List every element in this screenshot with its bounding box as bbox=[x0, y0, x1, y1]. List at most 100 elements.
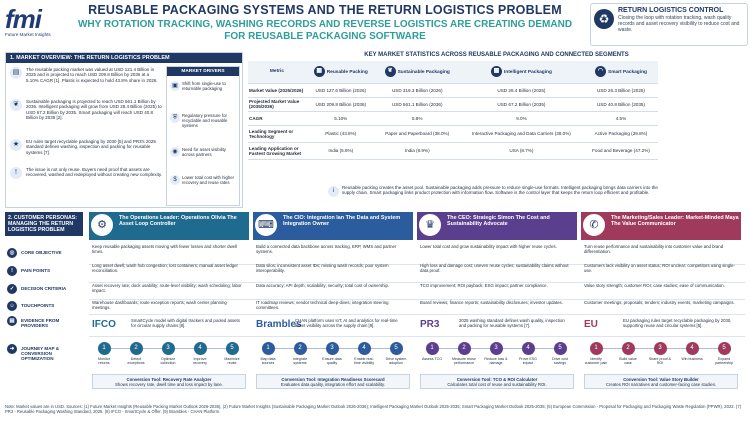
table-cell: 5.8% bbox=[375, 111, 459, 126]
journey-step-icon: 5 bbox=[553, 342, 567, 355]
table-cell: Paper and Paperboard (38.0%) bbox=[375, 125, 459, 143]
table-cell: USD 209.8 Billion (2036) bbox=[306, 97, 376, 112]
table-row: Projected Market Value (2035/2036)USD 20… bbox=[248, 97, 658, 112]
journey-step-icon: 3 bbox=[653, 342, 667, 355]
chart-icon: ▤ bbox=[10, 67, 22, 79]
persona-objective: Lower total cost and grow sustainability… bbox=[420, 244, 557, 249]
metric-label: Market Value (2025/2026) bbox=[248, 83, 306, 98]
persona-card[interactable]: ⚙The Operations Leader: Operations Olivi… bbox=[89, 212, 249, 240]
metric-label: Leading Application or Fastest Growing M… bbox=[248, 142, 306, 160]
table-cell: India (5.6%) bbox=[306, 142, 376, 160]
table-header-row: Metric ▦Reusable Packing ❦Sustainable Pa… bbox=[248, 61, 658, 84]
target-icon: ◎ bbox=[7, 248, 17, 258]
table-cell: USD 28.4 Billion (2025) bbox=[458, 83, 584, 98]
journey-step-icon: 1 bbox=[97, 342, 111, 355]
warning-icon: ! bbox=[10, 167, 22, 179]
page-subtitle: WHY ROTATION TRACKING, WASHING RECORDS A… bbox=[77, 19, 573, 42]
metric-label: CAGR bbox=[248, 111, 306, 126]
persona-card[interactable]: ✆The Marketing/Sales Leader: Market-Mind… bbox=[581, 212, 741, 240]
market-drivers-box: MARKET DRIVERS ▣Shift from single-use to… bbox=[166, 66, 240, 206]
conversion-tool-title: Conversion Tool: TCO & ROI Calculator bbox=[456, 377, 538, 382]
table-cell: Food and Beverage (47.2%) bbox=[583, 142, 658, 160]
row-divider bbox=[89, 299, 745, 300]
overview-item: ★ EU rules target recyclable packaging b… bbox=[10, 139, 162, 155]
row-label-pain-points: !PAIN POINTS bbox=[7, 266, 85, 276]
logo-text: fmi bbox=[5, 4, 42, 34]
persona-pain-points: Long asset dwell; wash hub congestion; l… bbox=[92, 263, 238, 273]
table-cell: 9.0% bbox=[458, 111, 584, 126]
info-icon: i bbox=[328, 186, 339, 197]
row-label-touchpoints: ☺TOUCHPOINTS bbox=[7, 301, 85, 311]
provider-evidence: CHAN platform uses IoT, AI and analytics… bbox=[295, 318, 398, 328]
journey-step-icon: 2 bbox=[457, 342, 471, 355]
table-header: Metric bbox=[248, 61, 306, 84]
table-header: ▩Intelligent Packaging bbox=[458, 61, 584, 84]
overview-item: ❦ Sustainable packaging is projected to … bbox=[10, 99, 162, 121]
persona-card[interactable]: ⌨The CIO: Integration Ian The Data and S… bbox=[253, 212, 413, 240]
table-cell: Plastic (43.8%) bbox=[306, 125, 376, 143]
row-divider bbox=[89, 264, 745, 265]
persona-avatar-icon: ✆ bbox=[583, 214, 605, 236]
row-divider bbox=[89, 314, 745, 315]
persona-name: The CIO: Integration Ian The Data and Sy… bbox=[283, 215, 401, 228]
journey-step-icon: 4 bbox=[521, 342, 535, 355]
cost-icon: $ bbox=[170, 175, 180, 185]
table-cell: USA (8.7%) bbox=[458, 142, 584, 160]
row-label-evidence: ▤EVIDENCE FROM PROVIDERS bbox=[7, 316, 85, 328]
market-overview-heading: 1. MARKET OVERVIEW: THE RETURN LOGISTICS… bbox=[6, 53, 242, 63]
return-logistics-control-box: ♻ RETURN LOGISTICS CONTROL Closing the l… bbox=[590, 3, 748, 46]
leaf-icon: ❦ bbox=[10, 99, 22, 111]
persona-column: ♛The CEO: Strategic Simon The Cost and S… bbox=[417, 212, 577, 402]
persona-touchpoints: Board reviews; finance reports; sustaina… bbox=[420, 300, 563, 305]
market-overview-section: 1. MARKET OVERVIEW: THE RETURN LOGISTICS… bbox=[5, 52, 243, 208]
alert-icon: ! bbox=[7, 266, 17, 276]
persona-name: The Operations Leader: Operations Olivia… bbox=[119, 215, 237, 228]
provider-evidence: 2025 washing standard defines wash quali… bbox=[459, 318, 565, 328]
persona-pain-points: Customers lack visibility on asset statu… bbox=[584, 263, 735, 273]
persona-objective: Build a connected data backbone across t… bbox=[256, 244, 397, 254]
table-header: ▦Reusable Packing bbox=[306, 61, 376, 84]
persona-card[interactable]: ♛The CEO: Strategic Simon The Cost and S… bbox=[417, 212, 577, 240]
fmi-logo[interactable]: fmi Future Market Insights bbox=[5, 6, 63, 42]
footnote: Note: Market values are in USD. Sources:… bbox=[5, 404, 742, 414]
crate-icon: ▦ bbox=[313, 66, 325, 78]
provider-logo: PR3 bbox=[420, 319, 440, 330]
overview-item: ▤ The reusable packing market was valued… bbox=[10, 67, 162, 83]
provider-evidence: EU packaging rules target recyclable pac… bbox=[623, 318, 732, 328]
table-header: ❦Sustainable Packaging bbox=[375, 61, 459, 84]
persona-name: The CEO: Strategic Simon The Cost and Su… bbox=[447, 215, 550, 228]
journey-step-icon: 1 bbox=[589, 342, 603, 355]
persona-column: ⌨The CIO: Integration Ian The Data and S… bbox=[253, 212, 413, 402]
metric-label: Leading Segment or Technology bbox=[248, 125, 306, 143]
driver-item: $Lower total cost with higher recovery a… bbox=[170, 175, 238, 185]
table-cell: USD 127.6 Billion (2026) bbox=[306, 83, 376, 98]
persona-column: ✆The Marketing/Sales Leader: Market-Mind… bbox=[581, 212, 741, 402]
key-statistics-section: KEY MARKET STATISTICS ACROSS REUSABLE PA… bbox=[248, 52, 745, 208]
journey-step-icon: 4 bbox=[193, 342, 207, 355]
provider-evidence: SmartCycle model with digital trackers a… bbox=[131, 318, 240, 328]
driver-item: ◉Need for asset visibility across partne… bbox=[170, 147, 238, 157]
wifi-icon: ◠ bbox=[595, 66, 606, 78]
conversion-tool-box[interactable]: Conversion Tool: Integration Readiness S… bbox=[256, 374, 410, 389]
conversion-tool-description: Shows recovery rate, dwell time and loss… bbox=[115, 382, 223, 387]
persona-column: ⚙The Operations Leader: Operations Olivi… bbox=[89, 212, 249, 402]
table-cell: India (6.9%) bbox=[375, 142, 459, 160]
control-title: RETURN LOGISTICS CONTROL bbox=[618, 7, 724, 14]
table-row: Leading Application or Fastest Growing M… bbox=[248, 142, 658, 160]
personas-heading: 2. CUSTOMER PERSONAS: MANAGING THE RETUR… bbox=[5, 212, 83, 236]
row-divider bbox=[89, 282, 745, 283]
